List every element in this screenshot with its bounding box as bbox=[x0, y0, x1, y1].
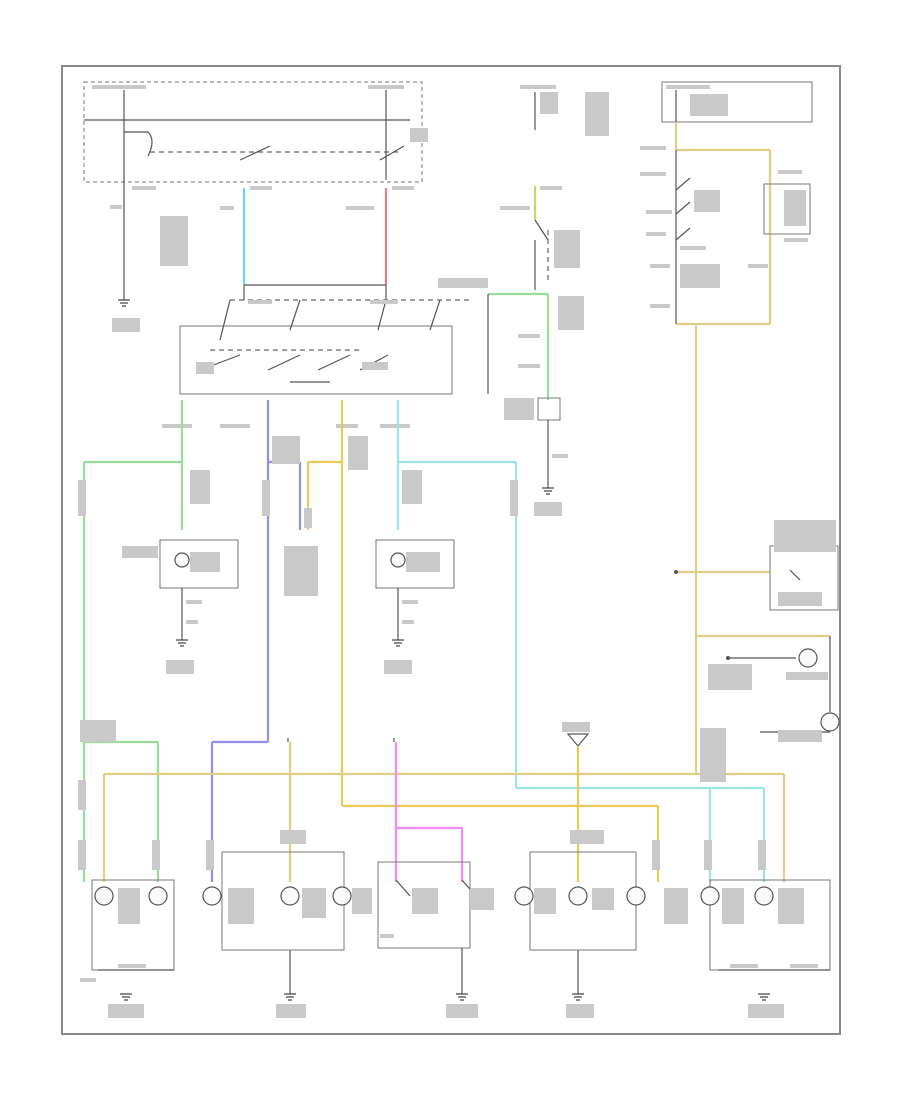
right-upper-lamp bbox=[375, 539, 455, 674]
bottom-wire-labels bbox=[78, 720, 766, 870]
wire-blue bbox=[210, 400, 302, 882]
wire-green-right-group bbox=[487, 292, 584, 516]
fuse-label-4 bbox=[410, 128, 428, 142]
fuse-label-1 bbox=[92, 85, 146, 89]
left-feed-circuit bbox=[110, 180, 188, 332]
bottom-lamps bbox=[80, 830, 831, 1018]
wire-yellow bbox=[306, 400, 660, 882]
switch-output-labels bbox=[162, 424, 410, 428]
fuse-label-3 bbox=[520, 85, 556, 89]
wire-green-left bbox=[82, 400, 184, 882]
fuse-label-2 bbox=[368, 85, 404, 89]
dimmer-connector bbox=[284, 546, 318, 596]
diagram-border bbox=[61, 65, 841, 1035]
fuse-label-right bbox=[534, 92, 609, 136]
left-upper-lamp bbox=[122, 539, 239, 674]
center-lamp-node bbox=[287, 722, 590, 882]
relay-switch bbox=[534, 219, 580, 290]
power-distribution-box bbox=[661, 81, 813, 123]
wire-tan-right bbox=[102, 122, 830, 882]
instrument-cluster-module bbox=[674, 520, 839, 611]
right-lamp-cluster bbox=[700, 636, 840, 782]
headlamp-switch bbox=[179, 278, 488, 395]
fuse-panel bbox=[83, 81, 556, 183]
wire-lightcyan bbox=[396, 400, 766, 882]
parking-brake-switch bbox=[640, 146, 811, 324]
